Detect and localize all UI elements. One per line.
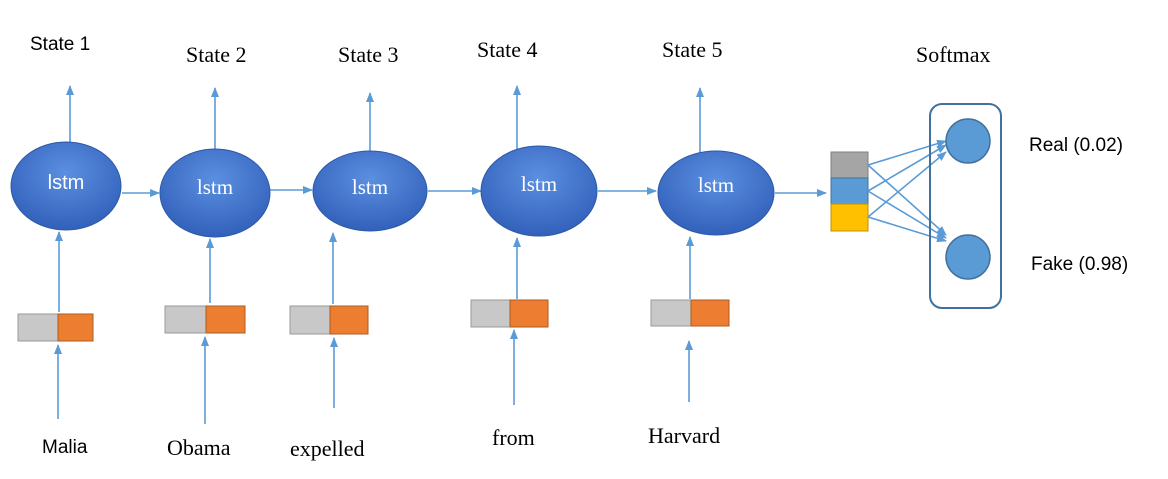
embedding-vector-2 [164, 305, 246, 334]
state-label-1: State 1 [30, 34, 90, 55]
input-word-5: Harvard [648, 423, 720, 448]
lstm-node-5-label: lstm [698, 173, 734, 197]
lstm-node-3: lstm [312, 150, 428, 232]
lstm-node-2-label: lstm [197, 175, 233, 199]
input-word-1: Malia [42, 437, 88, 458]
input-word-3: expelled [290, 436, 365, 461]
embedding-vector-3 [289, 305, 369, 335]
lstm-node-4: lstm [480, 145, 598, 237]
output-label-fake: Fake (0.98) [1031, 254, 1128, 275]
input-word-2: Obama [167, 435, 231, 460]
lstm-node-1-label: lstm [48, 172, 85, 194]
lstm-node-4-label: lstm [521, 172, 557, 196]
state-label-5: State 5 [662, 37, 723, 62]
embedding-vector-4 [470, 299, 549, 328]
output-label-real: Real (0.02) [1029, 135, 1123, 156]
lstm-node-3-label: lstm [352, 175, 388, 199]
lstm-node-2: lstm [159, 148, 271, 238]
state-label-4: State 4 [477, 37, 538, 62]
lstm-node-1: lstm [10, 141, 122, 231]
softmax-title: Softmax [916, 42, 991, 67]
dense-connections [867, 139, 947, 243]
softmax-node-real [945, 118, 991, 164]
embedding-vector-5 [650, 299, 730, 327]
softmax-node-fake [945, 234, 991, 280]
lstm-node-5: lstm [657, 150, 775, 236]
embedding-vector-1 [17, 313, 94, 342]
final-hidden-vector [830, 151, 869, 232]
state-label-2: State 2 [186, 42, 247, 67]
state-label-3: State 3 [338, 42, 399, 67]
input-word-4: from [492, 425, 535, 450]
softmax-box [929, 103, 1002, 309]
